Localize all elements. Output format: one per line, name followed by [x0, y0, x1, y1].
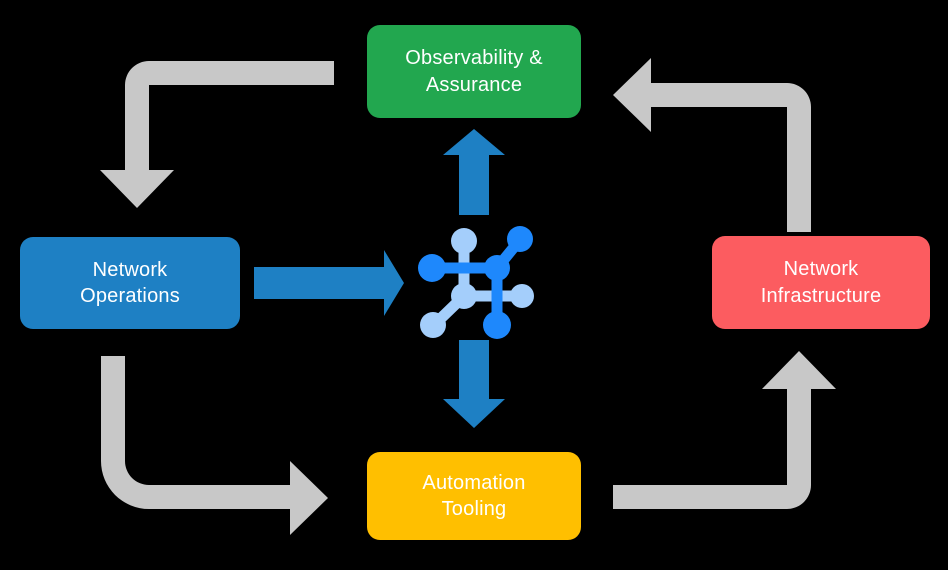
node-automation-tooling[interactable]: Automation Tooling	[367, 452, 581, 540]
node-observability-assurance[interactable]: Observability & Assurance	[367, 25, 581, 118]
node-network-infrastructure[interactable]: Network Infrastructure	[712, 236, 930, 329]
node-network-operations[interactable]: Network Operations	[20, 237, 240, 329]
connector-center-to-automation	[443, 340, 505, 428]
connector-automation-to-infrastructure	[613, 351, 836, 509]
connector-observability-to-operations	[100, 61, 334, 208]
connector-center-to-observability	[443, 129, 505, 215]
connector-operations-to-center	[254, 250, 404, 316]
node-label-infrastructure: Network Infrastructure	[760, 258, 882, 307]
node-label-observability: Observability & Assurance	[405, 47, 543, 96]
node-label-automation: Automation Tooling	[422, 471, 526, 520]
connector-operations-to-automation	[101, 356, 328, 535]
node-label-operations: Network Operations	[80, 258, 180, 307]
connector-infrastructure-to-observability	[613, 58, 811, 232]
